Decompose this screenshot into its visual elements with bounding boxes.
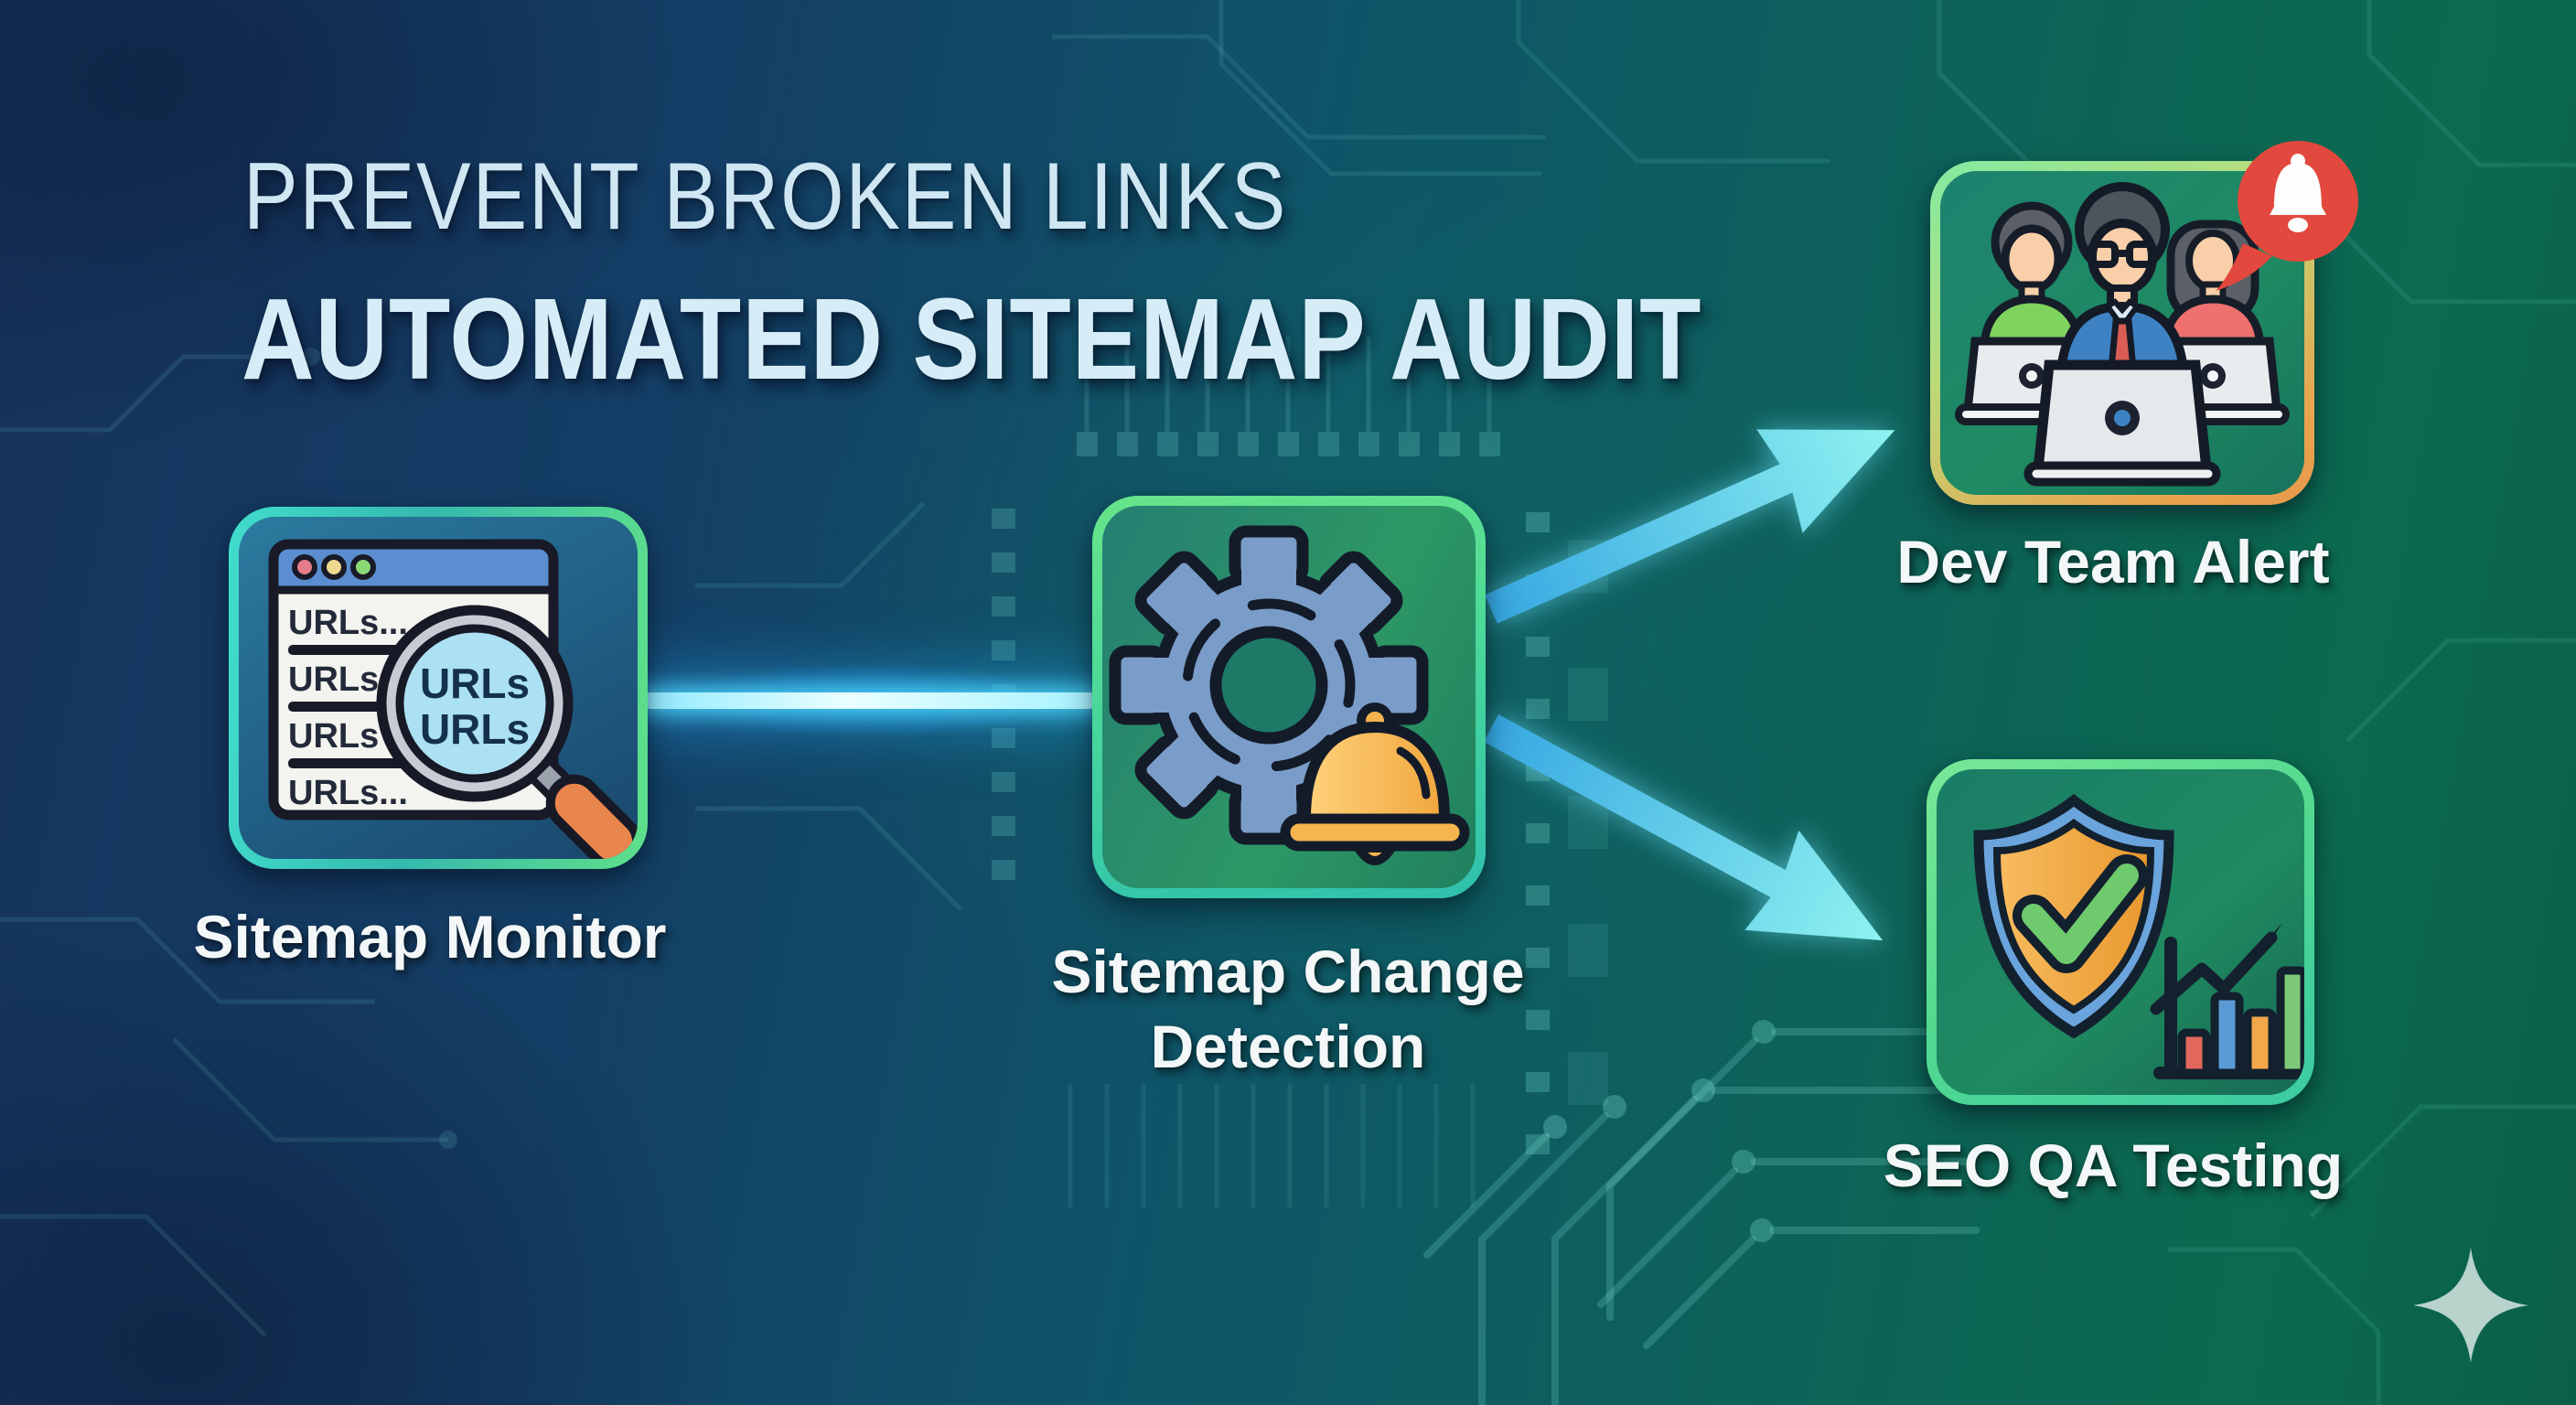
url-row: URLs — [288, 717, 379, 756]
lens-text: URLs — [420, 705, 530, 753]
url-row: URLs... — [288, 774, 408, 812]
url-row: URLs... — [288, 604, 408, 642]
bell-icon — [2270, 154, 2326, 232]
headline-line1: PREVENT BROKEN LINKS — [243, 144, 1288, 250]
notification-bubble-icon — [2216, 141, 2358, 291]
bell-icon — [1280, 702, 1470, 865]
browser-url-list-icon: URLs... URLs URLs URLs... URLs URLs — [268, 539, 638, 859]
node-seo-qa-testing — [1927, 759, 2314, 1105]
shield-check-icon — [1973, 794, 2174, 1039]
lens-text: URLs — [420, 660, 530, 707]
headline-line2: AUTOMATED SITEMAP AUDIT — [242, 274, 1702, 403]
label-sitemap-monitor: Sitemap Monitor — [193, 903, 667, 971]
magnifier-icon: URLs URLs — [376, 605, 638, 859]
node-sitemap-monitor: URLs... URLs URLs URLs... URLs URLs — [229, 507, 648, 869]
connector-beam — [642, 692, 1098, 709]
node-sitemap-change-detection — [1092, 496, 1486, 898]
growth-chart-icon — [2150, 923, 2304, 1079]
label-seo-qa-testing: SEO QA Testing — [1883, 1132, 2344, 1199]
sparkle-icon — [2413, 1248, 2528, 1363]
glasses-icon — [2082, 241, 2163, 268]
label-dev-team-alert: Dev Team Alert — [1896, 528, 2330, 595]
gear-icon — [1109, 525, 1429, 845]
label-sitemap-change-detection: Sitemap Change Detection — [1051, 938, 1525, 1080]
team-laptops-icon — [1955, 182, 2290, 487]
url-row: URLs — [288, 660, 379, 699]
